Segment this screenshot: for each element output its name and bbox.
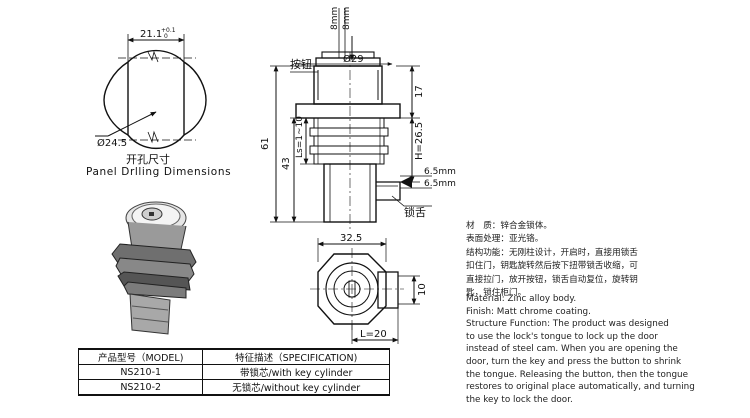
drill-width-tol2: 0 xyxy=(164,33,168,40)
dim-h: H=26.5 xyxy=(414,122,425,160)
desc-en-line: the key to lock the door. xyxy=(466,394,573,405)
dim-61: 61 xyxy=(260,137,271,150)
product-photo xyxy=(111,201,197,335)
plunger-dim-2: 8mm xyxy=(342,7,352,30)
lock-bottom-view xyxy=(310,238,420,344)
spec-table-header: 产品型号（MODEL) 特征描述（SPECIFICATION) xyxy=(77,348,390,365)
desc-en-line: instead of steel cam. When you are openi… xyxy=(466,344,678,355)
desc-cn-line: 材 质：锌合金锁体。 xyxy=(466,221,552,231)
panel-drilling-view xyxy=(95,34,207,149)
drill-width-dim: 21.1 xyxy=(140,29,162,40)
dim-l: L=20 xyxy=(360,329,387,340)
lock-side-view xyxy=(270,8,432,232)
cell-specification: 带锁芯/with key cylinder xyxy=(202,364,390,380)
desc-en-line: Finish: Matt chrome coating. xyxy=(466,306,591,317)
desc-cn-line: 表面处理：亚光铬。 xyxy=(466,234,544,245)
dim-43: 43 xyxy=(281,157,292,170)
description-chinese: 材 质：锌合金锁体。 表面处理：亚光铬。 结构功能：无刚柱设计，开启时，直接用锁… xyxy=(466,220,638,300)
desc-en-line: restores to original place automatically… xyxy=(466,382,695,393)
tongue-label: 锁舌 xyxy=(404,205,426,219)
desc-en-line: the tongue. Releasing the button, then t… xyxy=(466,369,689,380)
dim-ls: Ls=1~10 xyxy=(295,116,305,158)
dim-10: 10 xyxy=(417,283,428,296)
button-diameter-dim: Ø29 xyxy=(343,53,364,65)
button-label: 按钮 xyxy=(290,57,312,71)
drill-caption-cn: 开孔尺寸 xyxy=(126,152,170,166)
cell-specification: 无锁芯/without key cylinder xyxy=(202,379,390,396)
dim-6-5-a: 6.5mm xyxy=(424,167,456,177)
desc-cn-line: 直接拉门，放开按钮，锁舌自动复位，旋转钥 xyxy=(466,274,638,285)
desc-en-line: Material: Zinc alloy body. xyxy=(466,294,577,304)
plunger-dim-1: 8mm xyxy=(330,7,340,30)
drill-width-tol: +0.1 xyxy=(161,27,176,34)
description-english: Material: Zinc alloy body. Finish: Matt … xyxy=(466,293,695,406)
drill-diameter-dim: Ø24.5 xyxy=(97,137,127,149)
desc-en-line: door, turn the key and press the button … xyxy=(466,356,682,367)
desc-cn-line: 结构功能：无刚柱设计，开启时，直接用锁舌 xyxy=(466,247,638,258)
dim-32-5: 32.5 xyxy=(340,233,362,244)
table-row: NS210-1 带锁芯/with key cylinder xyxy=(77,364,390,380)
desc-en-line: to use the lock's tongue to lock up the … xyxy=(466,331,658,342)
header-model: 产品型号（MODEL) xyxy=(77,348,204,365)
desc-cn-line: 扣住门，钥匙旋转然后按下扭带锁舌收缩，可 xyxy=(466,261,638,272)
header-specification: 特征描述（SPECIFICATION) xyxy=(202,348,390,365)
drill-caption-en: Panel Drlling Dimensions xyxy=(86,166,231,178)
spec-table: 产品型号（MODEL) 特征描述（SPECIFICATION) NS210-1 … xyxy=(77,348,390,396)
desc-en-line: Structure Function: The product was desi… xyxy=(466,319,669,330)
dim-6-5-b: 6.5mm xyxy=(424,179,456,189)
desc-cn-line: 匙，锁住柜门。 xyxy=(466,288,527,299)
cell-model: NS210-2 xyxy=(77,379,204,396)
table-row: NS210-2 无锁芯/without key cylinder xyxy=(77,379,390,396)
dim-17: 17 xyxy=(414,85,425,98)
cell-model: NS210-1 xyxy=(77,364,204,380)
